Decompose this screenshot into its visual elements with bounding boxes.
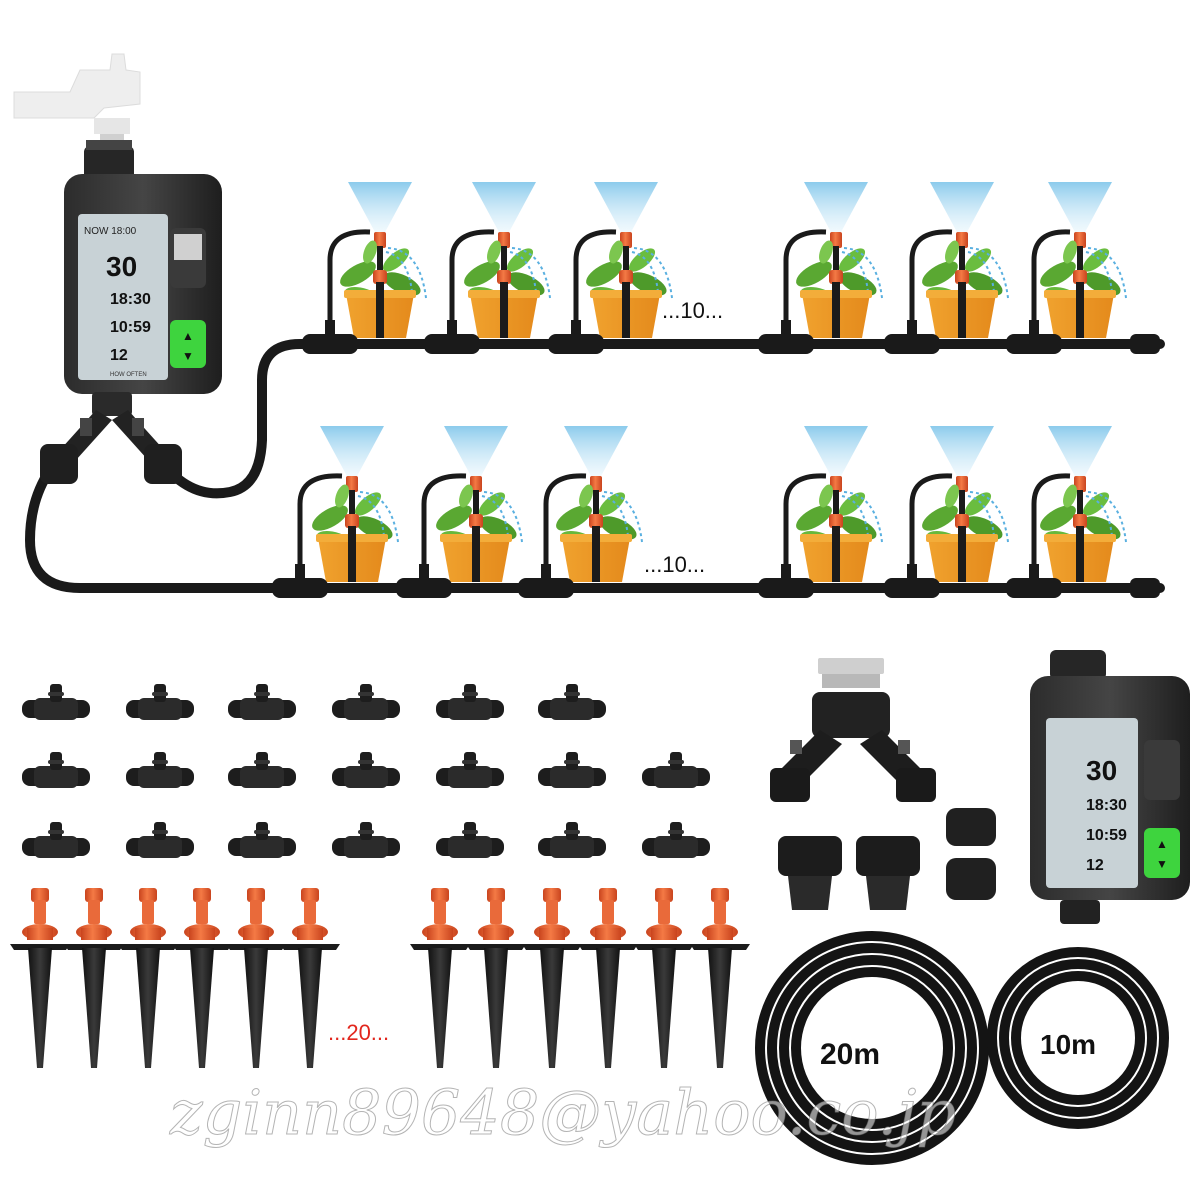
timer-run-value: 10:59: [110, 319, 151, 336]
adapter-icon: [778, 836, 920, 910]
timer-freq-value: 12: [110, 347, 128, 364]
tee-connector-grid: [22, 684, 710, 858]
y-splitter-part: [770, 658, 936, 802]
timer-icon: ▲ ▼ NOW 18:00 30 18:30 10:59 12 HOW OFTE…: [64, 140, 222, 394]
timer-day-value: 30: [106, 251, 137, 282]
y-splitter-icon: [40, 392, 182, 484]
end-cap-icon: [946, 808, 996, 900]
stake-set: ...20...: [10, 888, 750, 1068]
plant-row-1: ...10...: [302, 181, 1127, 354]
timer2-day-value: 30: [1086, 755, 1117, 786]
row-count-bottom: ...10...: [644, 552, 705, 577]
timer-time-value: 18:30: [110, 291, 151, 308]
timer2-freq-value: 12: [1086, 857, 1104, 874]
hose-lines: [24, 339, 1165, 593]
hose-coil-20m: [755, 931, 989, 1165]
timer-how-often: HOW OFTEN: [110, 372, 147, 378]
svg-text:▼: ▼: [182, 349, 194, 363]
timer-top-row: NOW 18:00: [84, 226, 137, 237]
timer2-time-value: 18:30: [1086, 797, 1127, 814]
stake-count: ...20...: [328, 1020, 389, 1045]
hose-coil-10m: [987, 947, 1169, 1129]
hose-label-20m: 20m: [820, 1038, 880, 1071]
timer-icon-2: ▲ ▼ 30 18:30 10:59 12: [1030, 650, 1190, 924]
watermark: zginn89648@yahoo.co.jp: [169, 1076, 956, 1149]
svg-text:▼: ▼: [1156, 857, 1168, 871]
row-count-top: ...10...: [662, 298, 723, 323]
timer2-run-value: 10:59: [1086, 827, 1127, 844]
hose-label-10m: 10m: [1040, 1029, 1096, 1060]
faucet-icon: [13, 53, 141, 144]
svg-text:▲: ▲: [182, 329, 194, 343]
plant-row-2: ...10...: [272, 425, 1127, 598]
svg-text:▲: ▲: [1156, 837, 1168, 851]
